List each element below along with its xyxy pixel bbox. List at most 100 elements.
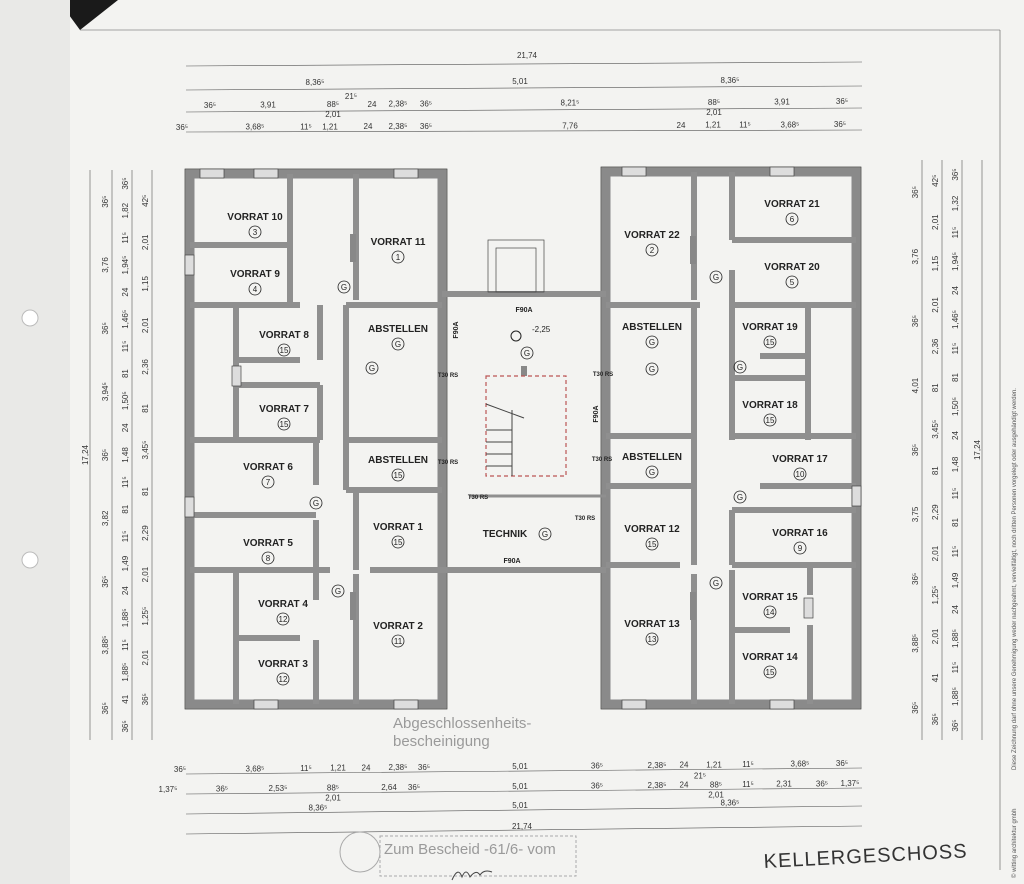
room-name: VORRAT 8 bbox=[259, 330, 309, 341]
room-number-circle bbox=[763, 665, 777, 679]
dimension-label: 8,36⁵ bbox=[721, 799, 740, 808]
dimension-label: 36⁵ bbox=[931, 713, 940, 725]
dimension-label: 11⁵ bbox=[951, 546, 960, 558]
dimension-label: 1,48 bbox=[121, 447, 130, 463]
dimension-label: 1,48 bbox=[951, 456, 960, 472]
dimension-label: 1,94⁵ bbox=[121, 256, 130, 275]
dimension-label: 42⁵ bbox=[141, 195, 150, 207]
page-edge bbox=[0, 0, 70, 884]
dimension-label: 24 bbox=[364, 122, 373, 131]
corridor-marker: G bbox=[524, 349, 530, 358]
page-curl-shadow bbox=[58, 0, 118, 30]
room-number: 5 bbox=[790, 278, 795, 287]
dimension-label: 2,01 bbox=[141, 234, 150, 250]
dimension-label: 11⁵ bbox=[300, 764, 312, 773]
dimension-label: 1,46⁵ bbox=[121, 310, 130, 329]
dimension-label: 24 bbox=[951, 286, 960, 295]
dimension-label: 36⁵ bbox=[174, 765, 186, 774]
room-number-circle bbox=[391, 337, 405, 351]
dimension-label: 8,36⁵ bbox=[306, 78, 325, 87]
dimension-label: 81 bbox=[951, 518, 960, 527]
dimension-label: 3,45⁵ bbox=[931, 420, 940, 439]
dimension-label: 11⁵ bbox=[121, 476, 130, 488]
room-number-circle bbox=[391, 468, 405, 482]
dimension-label: 36⁵ bbox=[101, 449, 110, 461]
room-number: 12 bbox=[279, 675, 288, 684]
dimension-label: 2,01 bbox=[708, 790, 724, 799]
dimension-label: 2,01 bbox=[931, 297, 940, 313]
dimension-label: 11⁵ bbox=[121, 531, 130, 543]
room-number-circle bbox=[763, 335, 777, 349]
dimension-label: 36⁵ bbox=[834, 120, 846, 129]
corridor-marker-circle bbox=[709, 576, 723, 590]
dimension-label: 81 bbox=[141, 403, 150, 412]
dimension-label: 81 bbox=[121, 369, 130, 378]
dimension-label: 11⁵ bbox=[951, 227, 960, 239]
dimension-label: 81 bbox=[931, 383, 940, 392]
corridor-marker-circle bbox=[645, 362, 659, 376]
room-name: VORRAT 10 bbox=[227, 212, 283, 223]
corridor-marker-circle bbox=[733, 490, 747, 504]
room-name: VORRAT 4 bbox=[258, 599, 308, 610]
dimension-label: 1,21 bbox=[322, 122, 338, 131]
dimension-label: 36⁵ bbox=[951, 719, 960, 731]
dimension-label: 2,01 bbox=[325, 110, 341, 119]
room-number: G bbox=[542, 530, 548, 539]
dimension-label: 24 bbox=[121, 586, 130, 595]
approval-stamp: Abgeschlossenheits- bescheinigung Zum Be… bbox=[339, 715, 577, 881]
room-number: 15 bbox=[394, 471, 403, 480]
dimension-label: 36⁵ bbox=[420, 100, 432, 109]
dimension-label: 2,01 bbox=[141, 566, 150, 582]
corridor-marker-circle bbox=[309, 496, 323, 510]
dimension-label: 1,50⁵ bbox=[121, 391, 130, 410]
dimension-label: 36⁵ bbox=[911, 315, 920, 327]
dimension-label: 42⁵ bbox=[931, 175, 940, 187]
dimension-label: 1,37⁵ bbox=[159, 785, 178, 794]
room-number: 4 bbox=[253, 285, 258, 294]
dimension-label: 4,01 bbox=[911, 377, 920, 393]
dimension-label: 2,36 bbox=[141, 359, 150, 375]
dimension-label: 88⁵ bbox=[708, 98, 720, 107]
dimension-label: 2,01 bbox=[706, 108, 722, 117]
dimension-label: 24 bbox=[368, 100, 377, 109]
dimension-label: 36⁵ bbox=[591, 761, 603, 770]
dimension-label: 36⁵ bbox=[121, 177, 130, 189]
room-number-circle bbox=[391, 535, 405, 549]
room-name: VORRAT 12 bbox=[624, 524, 680, 535]
corridor-marker: G bbox=[369, 364, 375, 373]
level-symbol-icon bbox=[510, 330, 522, 342]
room-number: G bbox=[649, 338, 655, 347]
dimension-label: 2,38⁵ bbox=[389, 122, 408, 131]
room-name: VORRAT 16 bbox=[772, 528, 828, 539]
dimension-label: 3,91 bbox=[774, 97, 790, 106]
dimension-label: 11⁵ bbox=[742, 760, 754, 769]
room-number-circle bbox=[763, 605, 777, 619]
fire-wall-label: F90A bbox=[515, 307, 532, 314]
dimension-label: 11⁵ bbox=[300, 122, 312, 131]
dimension-label: 36⁵ bbox=[911, 702, 920, 714]
dimension-label: 24 bbox=[121, 287, 130, 296]
door-label: T30 RS bbox=[438, 373, 458, 379]
room-number: 15 bbox=[280, 346, 289, 355]
corridor-marker: G bbox=[713, 273, 719, 282]
copyright-notice: Diese Zeichnung darf ohne unsere Genehmi… bbox=[1012, 388, 1018, 770]
dimension-label: 2,38⁵ bbox=[648, 781, 667, 790]
shafts bbox=[350, 234, 696, 620]
dimension-label: 3,76 bbox=[911, 248, 920, 264]
room-name: VORRAT 5 bbox=[243, 538, 293, 549]
punch-hole bbox=[21, 309, 39, 327]
room-number-circle bbox=[645, 335, 659, 349]
room-number: 15 bbox=[766, 338, 775, 347]
room-number-circle bbox=[277, 343, 291, 357]
room-number-circle bbox=[645, 537, 659, 551]
dimension-label: 1,49 bbox=[951, 572, 960, 588]
dimension-label: 24 bbox=[362, 763, 371, 772]
dimension-label: 41 bbox=[931, 673, 940, 682]
dimension-label: 36⁵ bbox=[141, 693, 150, 705]
room-number-circle bbox=[276, 612, 290, 626]
dimension-label: 88⁵ bbox=[327, 784, 339, 793]
room-number-circle bbox=[538, 527, 552, 541]
room-name: VORRAT 18 bbox=[742, 400, 798, 411]
fire-wall-label: F90A bbox=[593, 405, 600, 422]
